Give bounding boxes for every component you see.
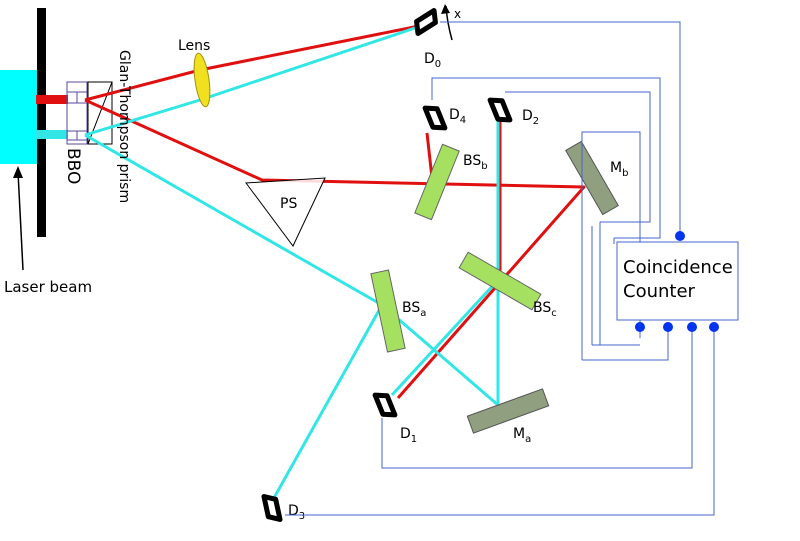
laser-source: [0, 70, 40, 164]
label-ma: Ma: [513, 426, 531, 445]
aperture-bar: [37, 8, 46, 237]
beamsplitter-b: [414, 143, 460, 221]
label-d0: D0: [424, 51, 441, 70]
connector-dots: [635, 231, 719, 332]
counter-line1: Coincidence: [623, 257, 733, 278]
prism-label: Glan-Thompson prism: [116, 50, 132, 203]
label-d2: D2: [522, 108, 539, 127]
label-d4: D4: [449, 107, 466, 126]
mirror-a: [466, 388, 550, 434]
detector-d0-icon: [414, 8, 438, 36]
x-label: x: [454, 7, 461, 21]
connector-dot-1: [635, 322, 645, 332]
laser-arrow-line: [17, 171, 24, 271]
signal-wires: [285, 21, 715, 516]
detector-d1-icon: [372, 392, 398, 418]
laser-arrow-head: [13, 166, 23, 178]
detector-d3-icon: [261, 494, 283, 522]
label-mb: Mb: [610, 160, 628, 179]
ps-label: PS: [280, 196, 297, 212]
beamsplitter-c: [458, 251, 542, 311]
connector-dot-3: [687, 322, 697, 332]
red-beams: [84, 23, 586, 399]
connector-dot-2: [663, 322, 673, 332]
lens: [193, 52, 211, 108]
glan-thompson-prism: [87, 81, 113, 145]
beamsplitter-a: [370, 269, 406, 353]
label-bsb: BSb: [463, 153, 488, 172]
bbo-label: BBO: [63, 148, 83, 184]
detector-d2-icon: [487, 97, 513, 123]
red-beam-stub: [36, 95, 68, 104]
ps-prism: [245, 177, 326, 247]
cyan-beams: [84, 23, 500, 506]
label-bsa: BSa: [402, 300, 426, 319]
laser-label: Laser beam: [4, 278, 92, 296]
lens-label: Lens: [178, 38, 210, 54]
bbo-crystal: [66, 81, 88, 145]
counter-line2: Counter: [623, 281, 696, 302]
coincidence-counter: [616, 241, 739, 321]
detector-d4-icon: [422, 105, 448, 131]
connector-dot-4: [709, 322, 719, 332]
label-d1: D1: [400, 426, 417, 445]
x-arrow-head: [441, 4, 450, 14]
label-d3: D3: [288, 503, 305, 522]
mirror-b: [565, 140, 619, 216]
cyan-beam-stub: [36, 130, 68, 139]
label-bsc: BSc: [533, 300, 557, 319]
connector-dot-top: [675, 231, 685, 241]
